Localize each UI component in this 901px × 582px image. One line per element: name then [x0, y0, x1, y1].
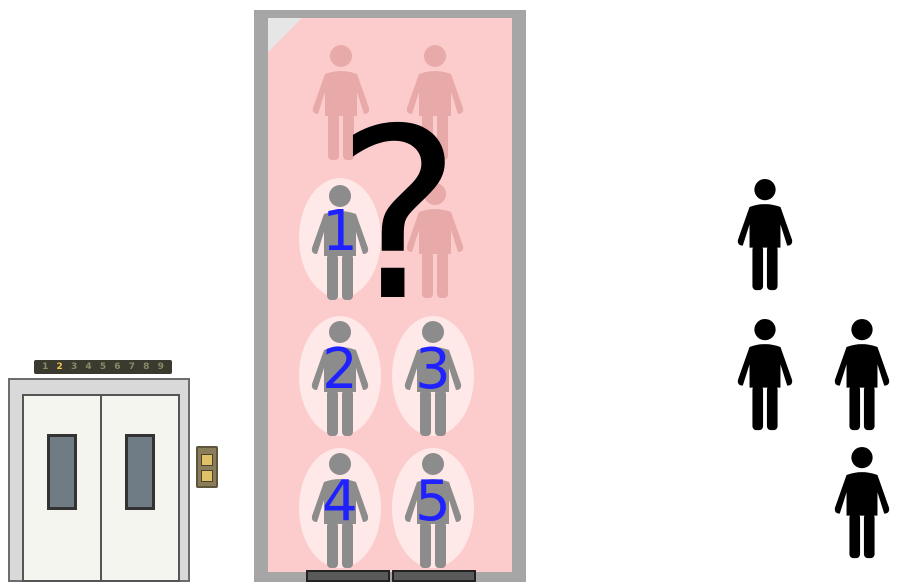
down-arrow-icon: [201, 470, 213, 482]
elevator-frame: [8, 378, 190, 582]
elevator-door-left: [24, 396, 102, 580]
floor-number: 7: [128, 362, 135, 372]
slot-person-icon: [311, 185, 369, 300]
floor-number: 3: [70, 362, 78, 372]
waiting-person-icon: [737, 178, 793, 291]
waiting-person-icon: [834, 318, 890, 431]
car-threshold-right: [392, 570, 476, 582]
floor-number: 6: [114, 362, 121, 372]
floor-indicator: 1 2 3 4 5 6 7 8 9: [34, 360, 172, 374]
slot-label-2: 2: [322, 337, 358, 402]
door-window: [47, 434, 77, 510]
faded-person-icon: [406, 183, 464, 298]
waiting-person-icon: [737, 318, 793, 431]
slot-person-icon: [311, 321, 369, 436]
faded-person-icon: [406, 45, 464, 160]
floor-number: 5: [99, 362, 107, 372]
faded-person-icon: [312, 45, 370, 160]
elevator-door-right: [102, 396, 178, 580]
elevator-doors: [22, 394, 180, 582]
question-mark: ?: [336, 78, 462, 353]
floor-number: 4: [85, 362, 92, 372]
door-window: [125, 434, 155, 510]
corner-fold: [268, 18, 302, 52]
floor-number: 1: [42, 362, 49, 372]
slot-person-icon: [404, 453, 462, 568]
waiting-person-icon: [834, 446, 890, 559]
floor-number: 9: [157, 362, 164, 372]
floor-number: 8: [143, 362, 150, 372]
slot-person-icon: [404, 321, 462, 436]
slot-label-4: 4: [322, 469, 358, 534]
slot-label-3: 3: [415, 337, 451, 402]
floor-number-active: 2: [56, 362, 63, 372]
car-threshold-left: [306, 570, 390, 582]
slot-label-1: 1: [322, 199, 358, 264]
elevator-illustration: 1 2 3 4 5 6 7 8 9: [8, 360, 228, 582]
slot-label-5: 5: [415, 469, 451, 534]
elevator-car: [254, 10, 526, 582]
call-button-panel: [196, 446, 218, 488]
slot-person-icon: [311, 453, 369, 568]
up-arrow-icon: [201, 454, 213, 466]
